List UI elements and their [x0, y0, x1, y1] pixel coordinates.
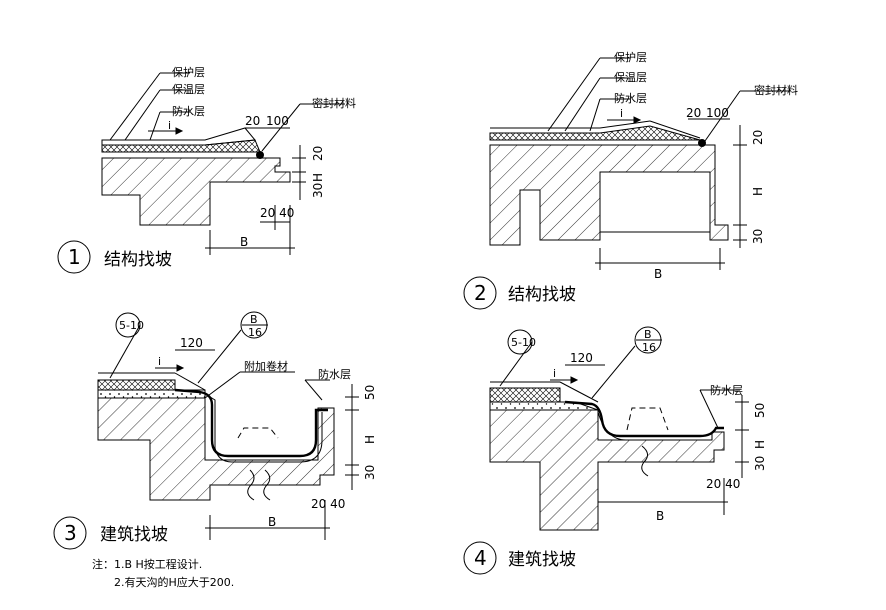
caption-text-2: 结构找坡: [508, 285, 576, 305]
concrete-structure-1: [101, 157, 291, 226]
dim-H-4: H: [753, 440, 767, 449]
label-sealant-2: 密封材料: [754, 83, 798, 97]
caption-number-3: 3: [64, 521, 77, 545]
label-insulate-2: 保温层: [614, 70, 647, 84]
dim-2040-4: 20 40: [706, 477, 740, 491]
caption-circle-3: [53, 516, 87, 550]
dim-H-2: H: [751, 187, 765, 196]
sealant-dot-1: [256, 151, 264, 159]
dim-100-2: 100: [706, 106, 729, 120]
dim-2040-1: 20 40: [260, 206, 294, 220]
dim-2040-3: 20 40: [311, 497, 345, 511]
slope-label-2: i: [620, 107, 623, 120]
dim-50-4: 50: [753, 403, 767, 418]
caption-text-3: 建筑找坡: [100, 525, 168, 545]
caption-circle-1: [57, 240, 91, 274]
ref-2-top-4: B: [644, 328, 652, 341]
dim-H-3: H: [363, 435, 377, 444]
detail-1: [57, 72, 345, 274]
note-line-2: 2.有天沟的H应大于200.: [114, 576, 235, 589]
dim-30-2: 30: [751, 229, 765, 244]
dim-120-3: 120: [180, 336, 203, 350]
detail-1-text: 保护层 保温层 防水层 密封材料 i 20 100 20 40 B 20 H 3…: [68, 65, 356, 270]
label-waterproof-1: 防水层: [172, 104, 205, 118]
insulation-layer-2: [489, 125, 701, 141]
label-waterproof-2: 防水层: [614, 91, 647, 105]
ref-1-4: 5-10: [511, 336, 536, 349]
detail-3-text: 5-10 B 16 120 i 附加卷材 防水层 20 40 B 50 H 30…: [64, 313, 377, 545]
detail-4: [463, 326, 749, 575]
insulation-layer-3: [97, 379, 176, 391]
dim-B-2: B: [654, 267, 662, 281]
dim-20-2: 20: [686, 106, 701, 120]
caption-number-2: 2: [474, 281, 487, 305]
slope-label-3: i: [158, 355, 161, 368]
design-notes: 注：1.B H按工程设计. 2.有天沟的H应大于200.: [92, 556, 234, 592]
dim-B-4: B: [656, 509, 664, 523]
caption-circle-2: [463, 276, 497, 310]
label-sealant-1: 密封材料: [312, 96, 356, 110]
label-additional-3: 附加卷材: [244, 359, 288, 373]
label-protect-1: 保护层: [172, 65, 205, 79]
concrete-structure-3: [97, 397, 335, 501]
detail-2-text: 保护层 保温层 防水层 密封材料 i 20 100 B 20 H 30 2 结构…: [474, 50, 798, 305]
dim-B-1: B: [240, 235, 248, 249]
ref-1-3: 5-10: [119, 319, 144, 332]
label-insulate-1: 保温层: [172, 82, 205, 96]
ref-2-bot-3: 16: [248, 326, 262, 339]
dim-100-1: 100: [266, 114, 289, 128]
dim-H-1: H: [311, 173, 325, 182]
dim-20v-2: 20: [751, 130, 765, 145]
detail-3: [53, 311, 359, 550]
concrete-structure-4: [489, 409, 725, 531]
caption-text-1: 结构找坡: [104, 250, 172, 270]
label-waterproof-3: 防水层: [318, 367, 351, 381]
detail-2: [463, 57, 790, 310]
dim-50-3: 50: [363, 385, 377, 400]
dim-30-4: 30: [753, 456, 767, 471]
dim-120-4: 120: [570, 351, 593, 365]
label-waterproof-4: 防水层: [710, 383, 743, 397]
dim-30-1: 30: [311, 183, 325, 198]
slope-label-1: i: [168, 119, 171, 132]
note-line-1: 注：1.B H按工程设计.: [92, 558, 203, 571]
dim-30-3: 30: [363, 465, 377, 480]
dim-20-1: 20: [245, 114, 260, 128]
dim-20v-1: 20: [311, 146, 325, 161]
detail-4-text: 5-10 B 16 120 i 防水层 20 40 B 50 H 30 4 建筑…: [474, 328, 767, 570]
caption-circle-4: [463, 541, 497, 575]
ref-2-top-3: B: [250, 313, 258, 326]
sealant-dot-2: [698, 139, 706, 147]
slope-label-4: i: [553, 367, 556, 380]
insulation-layer-4: [489, 387, 561, 403]
caption-text-4: 建筑找坡: [508, 550, 576, 570]
ref-2-bot-4: 16: [642, 341, 656, 354]
label-protect-2: 保护层: [614, 50, 647, 64]
dim-B-3: B: [268, 515, 276, 529]
caption-number-1: 1: [68, 245, 81, 269]
caption-number-4: 4: [474, 546, 487, 570]
